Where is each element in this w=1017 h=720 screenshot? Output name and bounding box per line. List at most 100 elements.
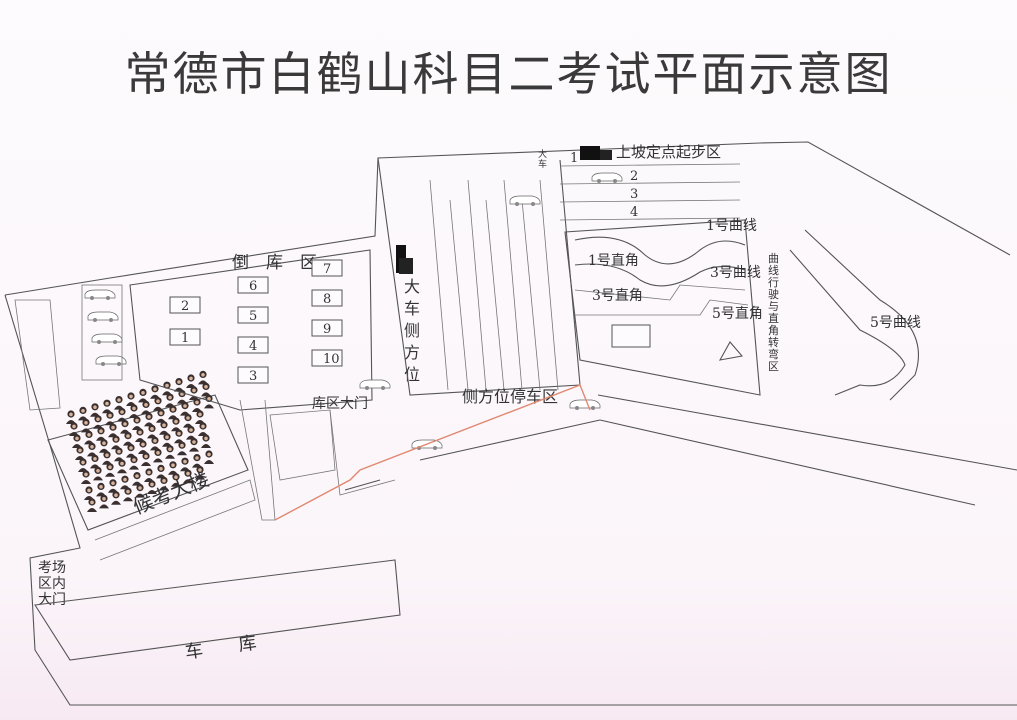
person-icon <box>204 450 214 464</box>
side-park-lane <box>449 199 469 391</box>
person-icon <box>186 426 196 440</box>
right-angle-track <box>574 284 749 316</box>
person-icon <box>108 423 118 438</box>
side-park-lane <box>503 179 523 391</box>
person-icon <box>126 444 136 458</box>
curve3-label: 3号曲线 <box>710 265 761 281</box>
person-icon <box>168 461 178 475</box>
reverse-slot <box>237 306 269 324</box>
side-park-lane <box>467 179 487 391</box>
curve-turn-char: 驶 <box>768 287 779 301</box>
truck-cab <box>600 150 612 160</box>
right1-label: 1号直角 <box>588 252 639 269</box>
person-icon <box>99 494 109 509</box>
curve1-label: 1号曲线 <box>706 218 757 234</box>
curve-turn-char: 与 <box>768 300 779 313</box>
reverse-slot <box>169 296 201 314</box>
person-icon <box>183 414 193 428</box>
side-park-lane <box>485 199 505 391</box>
person-icon <box>81 470 91 484</box>
person-icon <box>180 457 190 472</box>
hill-lane-number: 2 <box>630 169 638 184</box>
right-road <box>597 394 1017 506</box>
person-icon <box>156 464 166 479</box>
slot-number: 5 <box>249 309 257 324</box>
reverse-gate-label: 库区大门 <box>312 396 368 412</box>
person-icon <box>189 386 199 400</box>
person-icon <box>84 430 94 445</box>
hill-lane-line <box>559 181 741 185</box>
parked-cars <box>81 284 127 381</box>
person-icon <box>117 459 127 474</box>
person-icon <box>150 436 160 451</box>
person-icon <box>81 418 91 433</box>
right5-label: 5号直角 <box>712 305 763 322</box>
hill-lane-line <box>559 217 741 221</box>
person-icon <box>105 463 115 477</box>
lower-lot <box>269 409 336 481</box>
person-icon <box>90 403 100 417</box>
page-title: 常德市白鹤山科目二考试平面示意图 <box>124 47 893 101</box>
car-icon <box>591 172 623 184</box>
person-icon <box>162 433 172 447</box>
person-icon <box>198 422 208 436</box>
slot-number: 7 <box>323 262 331 277</box>
slot-number: 2 <box>181 299 189 314</box>
gate-char: 考场 <box>38 560 66 576</box>
reverse-area-outline <box>129 249 373 411</box>
person-icon <box>78 406 88 421</box>
person-icon <box>96 427 106 441</box>
hill-lane-number: 3 <box>630 187 638 202</box>
reverse-slot <box>237 336 269 354</box>
person-icon <box>120 475 130 490</box>
person-icon <box>96 482 106 497</box>
car-icon <box>359 379 391 391</box>
big-car-side-char: 侧 <box>404 321 420 340</box>
person-icon <box>111 491 121 505</box>
reverse-slot <box>237 366 269 384</box>
right3-label: 3号直角 <box>592 287 643 304</box>
garage-label: 车 库 <box>184 633 258 664</box>
curve1-track <box>574 236 746 265</box>
person-icon <box>120 420 130 434</box>
person-icon <box>144 412 154 427</box>
person-icon <box>201 434 211 448</box>
hill-lane-number: 1 <box>570 151 578 166</box>
side-park-lane <box>539 179 559 391</box>
big-car-side-char: 车 <box>404 299 420 318</box>
person-icon <box>198 370 208 385</box>
side-park-lanes <box>429 179 559 391</box>
person-icon <box>153 397 163 411</box>
curve-turn-char: 行 <box>768 276 779 289</box>
person-icon <box>156 409 166 423</box>
slot-number: 8 <box>323 292 331 307</box>
person-icon <box>111 435 121 450</box>
side-park-lane <box>521 199 541 391</box>
person-icon <box>150 385 160 399</box>
person-icon <box>84 486 94 500</box>
booth <box>611 324 651 348</box>
person-icon <box>174 429 184 444</box>
curve-turn-char: 曲 <box>768 252 779 265</box>
slot-number: 6 <box>249 279 257 294</box>
truck-icon <box>580 146 600 160</box>
person-icon <box>189 438 199 452</box>
curve-turn-char: 直 <box>768 311 779 325</box>
curve-turn-char: 区 <box>768 360 779 373</box>
person-icon <box>123 432 133 446</box>
person-icon <box>192 454 202 468</box>
person-icon <box>132 472 142 486</box>
slot-number: 3 <box>249 369 257 384</box>
curve-turn-char: 转 <box>768 335 779 349</box>
garage-outline <box>34 559 401 661</box>
reverse-slot <box>237 276 269 294</box>
curve3-track <box>574 263 746 287</box>
triangle-marker <box>718 341 744 361</box>
slot-number: 9 <box>323 322 331 337</box>
car-icon <box>569 399 601 411</box>
person-icon <box>174 378 184 392</box>
curve-turn-char: 角 <box>768 324 779 337</box>
